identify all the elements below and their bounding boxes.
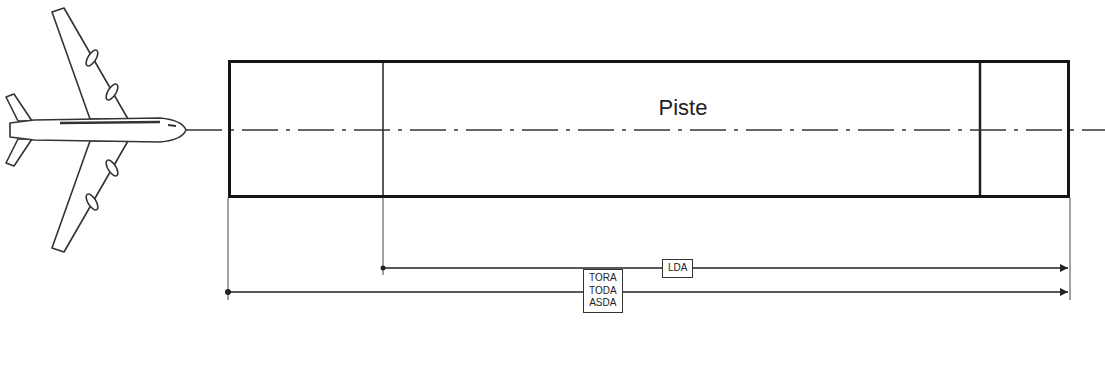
distance-label: TODA bbox=[589, 285, 617, 298]
engine bbox=[104, 158, 120, 178]
runway-end-line bbox=[979, 60, 982, 198]
distance-label: TORA bbox=[589, 272, 617, 285]
lda-dimension bbox=[383, 267, 1068, 268]
dimension-start bbox=[225, 289, 231, 295]
fuselage bbox=[10, 118, 186, 142]
engine bbox=[84, 192, 100, 212]
engine bbox=[84, 48, 100, 68]
centerline bbox=[186, 129, 1105, 130]
window-band bbox=[60, 122, 160, 123]
threshold-line bbox=[382, 60, 384, 198]
dimension-tag: TORATODAASDA bbox=[583, 269, 623, 313]
engine bbox=[104, 82, 120, 102]
lower-stabilizer bbox=[6, 139, 32, 166]
airplane-illustration bbox=[6, 8, 186, 252]
runway: Piste bbox=[228, 60, 1070, 198]
cockpit bbox=[168, 125, 176, 126]
dimension-start bbox=[381, 266, 386, 271]
upper-stabilizer bbox=[6, 94, 32, 121]
distance-label: ASDA bbox=[589, 297, 617, 310]
runway-label: Piste bbox=[656, 95, 711, 121]
extension-line bbox=[383, 198, 384, 275]
upper-wing bbox=[52, 8, 128, 119]
dimension-tag: LDA bbox=[662, 259, 693, 278]
extension-line bbox=[1070, 198, 1071, 300]
tora-dimension bbox=[228, 291, 1068, 292]
extension-line bbox=[228, 198, 229, 300]
distance-label: LDA bbox=[668, 262, 687, 275]
lower-wing bbox=[52, 141, 128, 252]
